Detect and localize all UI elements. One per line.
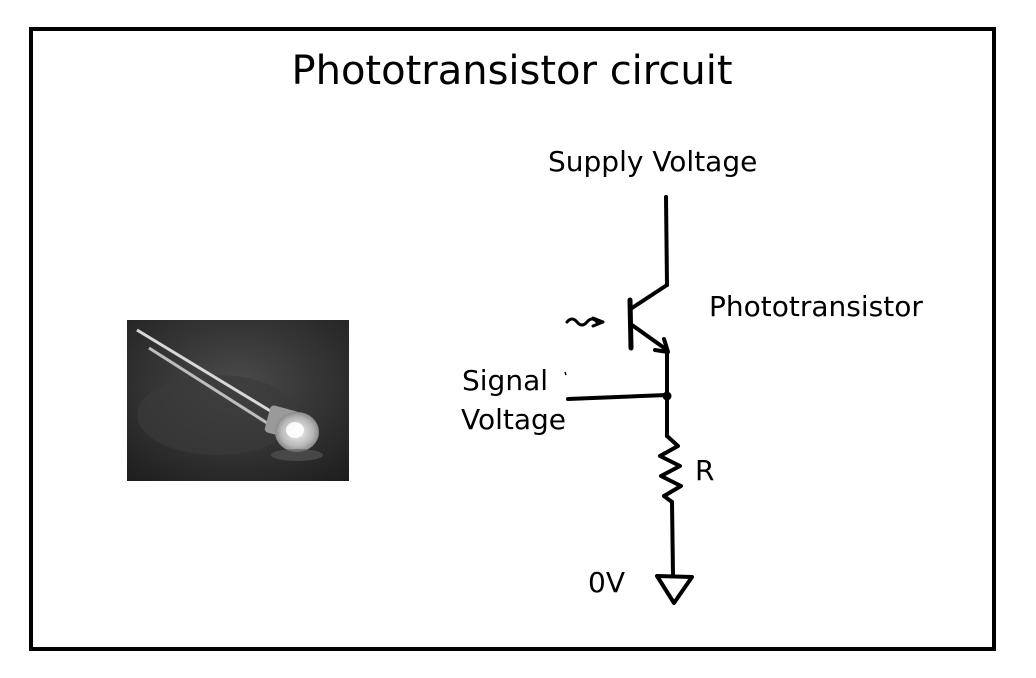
resistor-zigzag — [658, 434, 683, 504]
supply-voltage-label: Supply Voltage — [548, 145, 758, 178]
signal-voltage-label-line1: Signal — [462, 364, 549, 397]
diagram-title: Phototransistor circuit — [291, 48, 733, 94]
signal-voltage-label-line2: Voltage — [461, 403, 567, 436]
emitter-lead — [630, 323, 669, 352]
ground-label: 0V — [588, 566, 625, 599]
ground-wire — [670, 500, 675, 577]
phototransistor-label: Phototransistor — [709, 290, 923, 323]
supply-wire — [664, 195, 669, 287]
ground-symbol-icon — [655, 574, 694, 605]
phototransistor-photo — [127, 320, 349, 481]
junction-dot — [662, 391, 672, 401]
collector-lead — [630, 283, 669, 310]
light-squiggle-icon — [565, 316, 605, 328]
signal-wire — [566, 393, 669, 401]
resistor-label: R — [695, 454, 715, 487]
